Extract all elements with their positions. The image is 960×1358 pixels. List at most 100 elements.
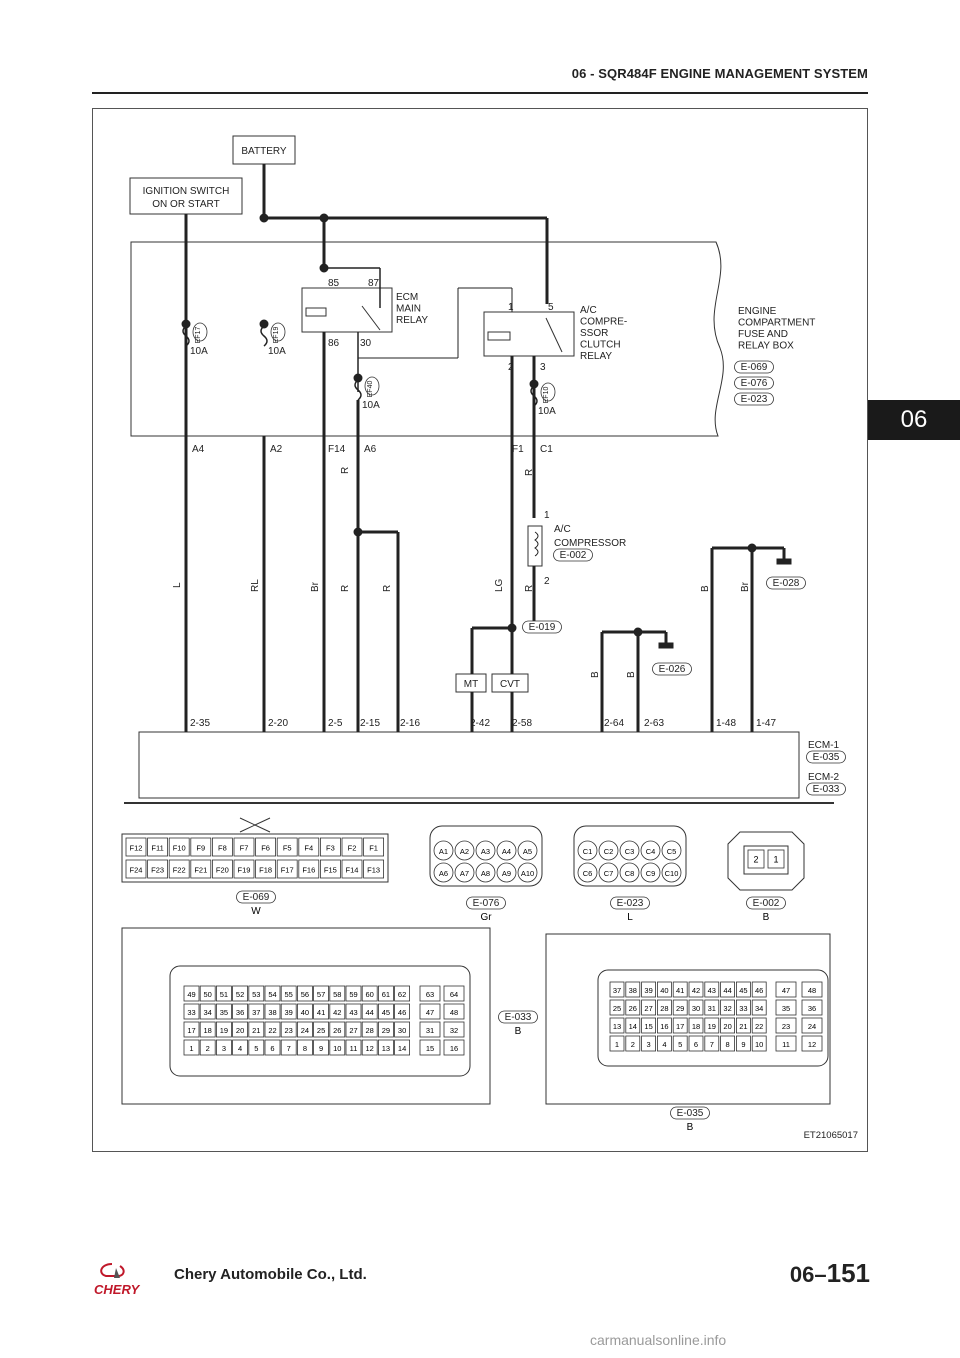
cvt-box (491, 673, 529, 693)
e002-pin-2-label: 2 (753, 855, 758, 865)
e033-pin-36 (232, 1003, 249, 1020)
e033-pin-9-label: 9 (319, 1044, 323, 1053)
ac-relay-pin-3: 3 (540, 362, 546, 373)
e033-pin-27 (345, 1021, 362, 1038)
a6-branch-junction (353, 527, 363, 537)
e069-pin-f14-label: F14 (346, 866, 359, 875)
e033-pin-14-label: 14 (398, 1044, 406, 1053)
e069-pin-f14 (341, 859, 363, 879)
ac-relay-label-line-4: RELAY (580, 351, 612, 362)
e033-pin-41 (313, 1003, 330, 1020)
fuse-box-ref-e-076: E-076 (741, 378, 768, 389)
e069-pin-f19-label: F19 (238, 866, 251, 875)
e035-pin-43-label: 43 (708, 986, 716, 995)
e023-pin-c9 (640, 862, 661, 883)
e035-pin-7-label: 7 (710, 1040, 714, 1049)
e033-pin-49 (183, 985, 200, 1002)
ground-ref-e019-outline (522, 620, 562, 634)
e002-pin-cavity (743, 845, 789, 875)
e035-pin-12-label: 12 (808, 1040, 816, 1049)
fuse-ef10-tag (540, 382, 556, 402)
e069-pin-f16-label: F16 (302, 866, 315, 875)
e035-pin-10 (751, 1035, 767, 1052)
e035-pin-39 (641, 981, 656, 998)
e035-pin-3 (641, 1035, 656, 1052)
e035-pin-31-label: 31 (708, 1004, 716, 1013)
e035-pin-6 (688, 1035, 704, 1052)
fuse-box-label-line-2: FUSE AND (738, 329, 788, 340)
compressor-label-1: A/C (554, 524, 571, 535)
e035-pin-18 (688, 1017, 704, 1034)
compressor-pin-1: 1 (544, 510, 550, 521)
e033-pin-16-label: 16 (450, 1044, 458, 1053)
e033-pin-22 (264, 1021, 281, 1038)
e033-pin-4-label: 4 (238, 1044, 242, 1053)
ecm-relay-pin-86: 86 (328, 338, 340, 349)
e035-pin-37-label: 37 (613, 986, 621, 995)
e033-pin-61-label: 61 (382, 990, 390, 999)
e069-pin-f9-label: F9 (196, 844, 205, 853)
e035-pin-35-label: 35 (782, 1004, 790, 1013)
e033-pin-24-label: 24 (301, 1026, 309, 1035)
e076-pin-a7 (454, 862, 475, 883)
e033-pin-28-label: 28 (366, 1026, 374, 1035)
e033-pin-50-label: 50 (204, 990, 212, 999)
e069-pin-f3-label: F3 (326, 844, 335, 853)
wire-color-4: R (382, 585, 393, 592)
e033-pin-7 (280, 1039, 297, 1056)
ac-relay-box (483, 311, 575, 357)
e033-pin-6-label: 6 (270, 1044, 274, 1053)
e033-pin-31 (419, 1021, 441, 1038)
e035-pin-6-label: 6 (694, 1040, 698, 1049)
e033-pin-64 (443, 985, 465, 1002)
e033-pin-26 (329, 1021, 346, 1038)
e035-pin-20 (720, 1017, 735, 1034)
e023-pin-c7 (598, 862, 619, 883)
wire-color-5: R (340, 467, 351, 474)
e033-pin-48-label: 48 (450, 1008, 458, 1017)
e033-pin-19 (216, 1021, 232, 1038)
e035-pin-22 (751, 1017, 767, 1034)
fuse-ef17-name: EF17 (195, 327, 202, 344)
e035-pin-41 (672, 981, 688, 998)
e076-pin-a4 (496, 840, 517, 861)
header-rule (92, 92, 868, 94)
e035-pin-17-label: 17 (676, 1022, 684, 1031)
e023-pin-c10-label: C10 (665, 869, 679, 878)
e002-ref: E-002 (753, 898, 780, 909)
e035-pin-24-label: 24 (808, 1022, 816, 1031)
e033-pin-51 (216, 985, 232, 1002)
ac-relay-pin-1: 1 (508, 302, 514, 313)
e033-ref-outline (498, 1010, 538, 1024)
e069-pin-f2 (341, 837, 363, 857)
e035-pin-21-label: 21 (739, 1022, 747, 1031)
e035-pin-35 (775, 999, 797, 1016)
e035-pin-32-label: 32 (723, 1004, 731, 1013)
e033-pin-55 (280, 985, 297, 1002)
footer-company: Chery Automobile Co., Ltd. (174, 1266, 367, 1283)
mt-label: MT (464, 679, 478, 690)
ground-e028-symbol (776, 558, 792, 565)
e033-pin-7-label: 7 (287, 1044, 291, 1053)
e069-pin-f6-label: F6 (261, 844, 270, 853)
e035-pin-25 (609, 999, 625, 1016)
wire-color-10: B (626, 671, 637, 678)
ecm-relay-pin-30: 30 (360, 338, 372, 349)
fuse-ef19-top (259, 319, 269, 329)
e035-pin-24 (801, 1017, 823, 1034)
e033-pin-39 (280, 1003, 297, 1020)
e033-pin-11-label: 11 (350, 1044, 358, 1053)
e069-pin-f5 (276, 837, 298, 857)
e035-pin-40-label: 40 (660, 986, 668, 995)
e069-pin-f20 (212, 859, 233, 879)
watermark: carmanualsonline.info (590, 1332, 727, 1348)
section-tab[interactable]: 06 (868, 400, 960, 440)
compressor-ref-e002-outline (553, 548, 593, 562)
ac-relay-coil (487, 331, 511, 341)
e033-pin-63 (419, 985, 441, 1002)
e035-pin-41-label: 41 (676, 986, 684, 995)
e069-pin-f15 (319, 859, 341, 879)
ecm-pin-2-63: 2-63 (644, 718, 664, 729)
e033-pin-59-label: 59 (349, 990, 357, 999)
e033-pin-48 (443, 1003, 465, 1020)
